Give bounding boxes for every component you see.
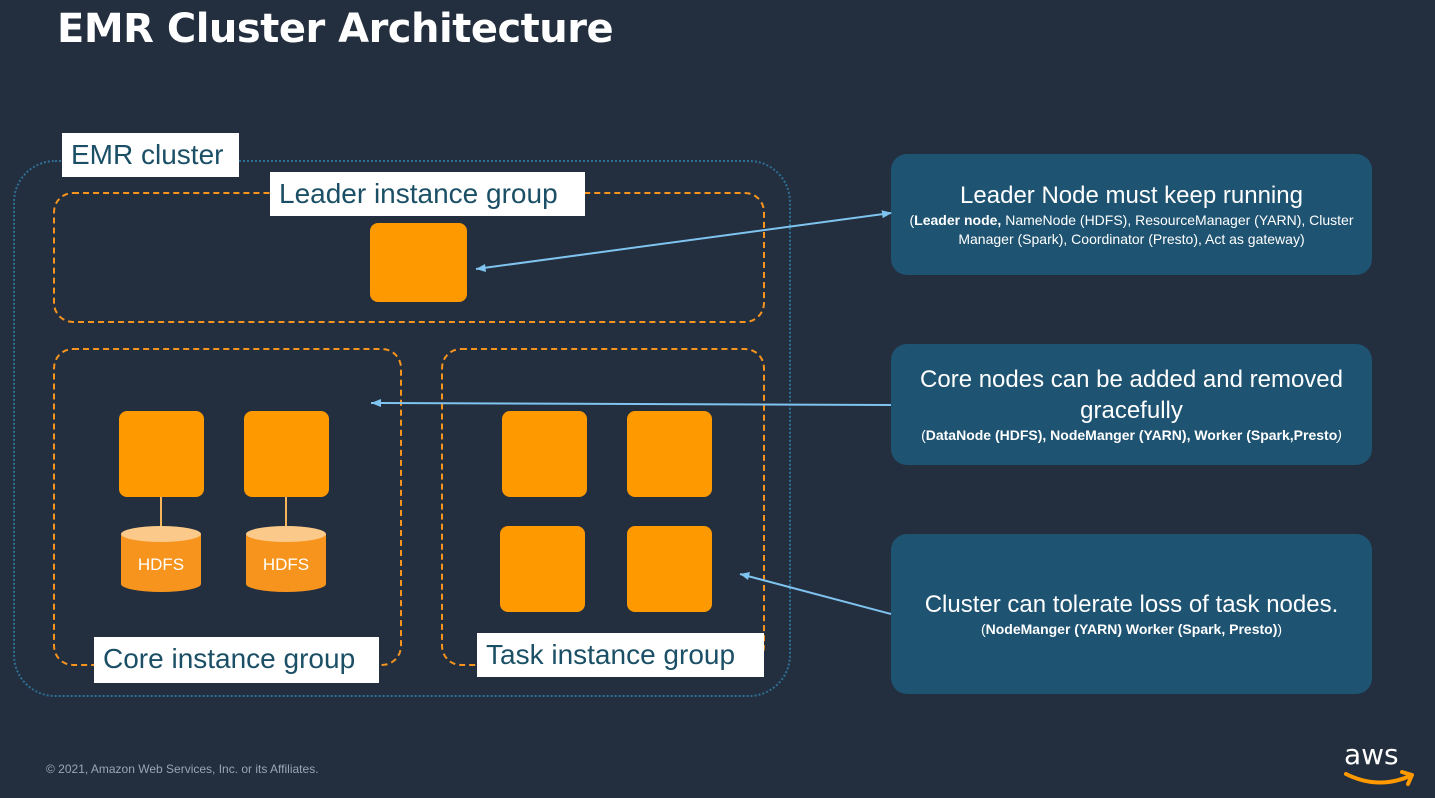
core-node <box>119 411 204 497</box>
task-node <box>627 411 712 497</box>
leader-node <box>370 223 467 302</box>
callout-body: (DataNode (HDFS), NodeManger (YARN), Wor… <box>921 427 1342 444</box>
hdfs-cylinder-icon <box>246 526 326 592</box>
hdfs-cylinder-icon <box>121 526 201 592</box>
leader-node-callout: Leader Node must keep running (Leader no… <box>891 154 1372 275</box>
node-storage-link <box>285 497 287 527</box>
leader-arrow-head <box>476 264 486 272</box>
aws-logo-icon: aws <box>1344 738 1414 786</box>
task-node <box>627 526 712 612</box>
aws-logo: aws <box>1340 738 1420 795</box>
callout-heading: Leader Node must keep running <box>960 182 1303 210</box>
task-group-label: Task instance group <box>477 633 764 677</box>
hdfs-label: HDFS <box>137 555 185 574</box>
emr-cluster-boundary <box>13 160 791 697</box>
emr-cluster-label: EMR cluster <box>62 133 239 177</box>
leader-callout-arrow <box>475 210 892 270</box>
task-callout-arrow <box>739 573 892 615</box>
callout-body: (NodeManger (YARN) Worker (Spark, Presto… <box>980 621 1283 638</box>
core-arrow-head <box>371 399 381 407</box>
hdfs-storage: HDFS <box>244 525 328 593</box>
task-node <box>500 526 585 612</box>
core-callout-arrow <box>370 402 892 406</box>
core-nodes-callout: Core nodes can be added and removed grac… <box>891 344 1372 465</box>
leader-group-label: Leader instance group <box>270 172 585 216</box>
task-nodes-callout: Cluster can tolerate loss of task nodes.… <box>891 534 1372 694</box>
task-arrow-head <box>740 572 750 580</box>
page-title: EMR Cluster Architecture <box>57 6 614 52</box>
callout-heading: Core nodes can be added and removed grac… <box>920 365 1343 425</box>
callout-heading: Cluster can tolerate loss of task nodes. <box>924 590 1339 618</box>
copyright-footer: © 2021, Amazon Web Services, Inc. or its… <box>46 762 319 776</box>
hdfs-label: HDFS <box>262 555 310 574</box>
core-group-label: Core instance group <box>94 637 379 683</box>
callout-body: (Leader node, NameNode (HDFS), ResourceM… <box>909 212 1354 248</box>
hdfs-storage: HDFS <box>119 525 203 593</box>
aws-logo-text: aws <box>1344 738 1399 771</box>
node-storage-link <box>160 497 162 527</box>
core-node <box>244 411 329 497</box>
task-node <box>502 411 587 497</box>
